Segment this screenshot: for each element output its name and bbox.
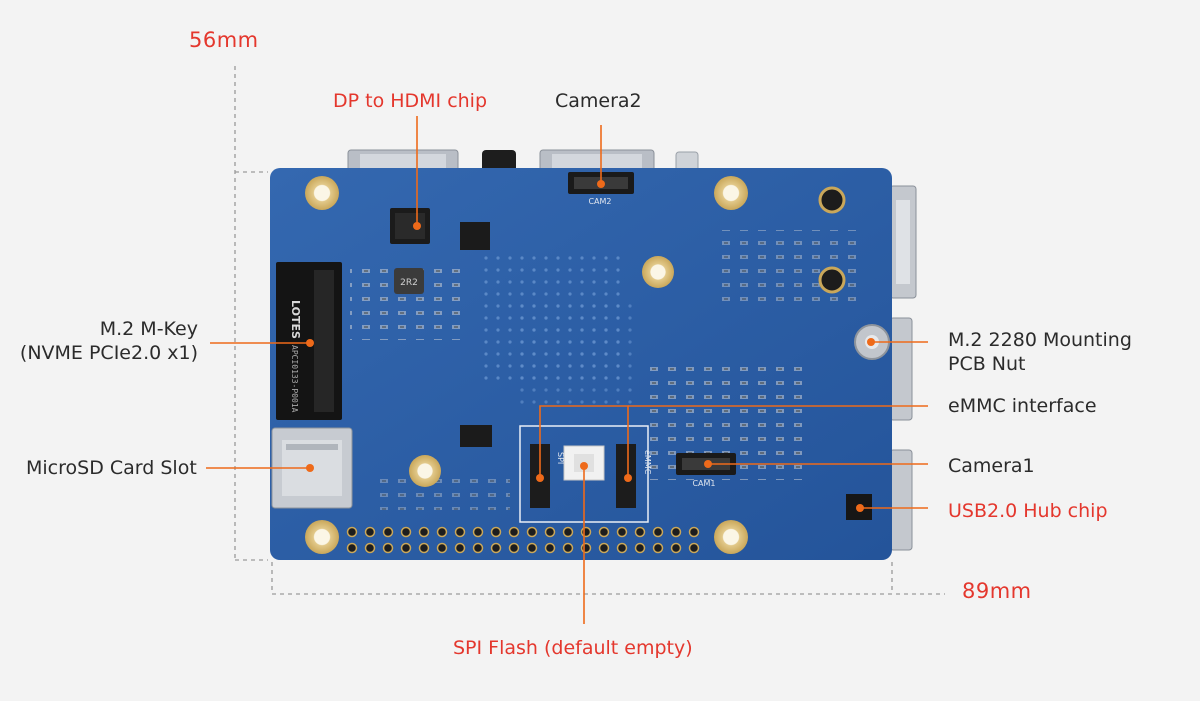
gpio-pin xyxy=(418,526,430,538)
gpio-pin xyxy=(598,542,610,554)
gpio-pin xyxy=(364,542,376,554)
m2-nut-label-line2: PCB Nut xyxy=(948,353,1026,375)
gpio-pin xyxy=(508,526,520,538)
m2-mkey-label-line2: (NVME PCIe2.0 x1) xyxy=(19,342,198,364)
gpio-pin xyxy=(436,542,448,554)
gpio-pin xyxy=(616,526,628,538)
cam1-silk: CAM1 xyxy=(692,479,715,488)
gpio-pin xyxy=(490,526,502,538)
camera2-label: Camera2 xyxy=(555,90,642,112)
gpio-pin xyxy=(526,542,538,554)
gpio-pin xyxy=(346,526,358,538)
m2-nut-label-line1: M.2 2280 Mounting xyxy=(948,329,1132,351)
m2-part-silk: APCI0133-P001A xyxy=(290,345,299,413)
side-connectors xyxy=(889,185,917,551)
gpio-pin xyxy=(544,542,556,554)
leader-dots xyxy=(306,180,875,512)
gpio-pin xyxy=(364,526,376,538)
gpio-pin xyxy=(472,526,484,538)
gpio-pin xyxy=(454,542,466,554)
gpio-pin xyxy=(562,542,574,554)
gpio-pin xyxy=(652,526,664,538)
spi-flash-label: SPI Flash (default empty) xyxy=(453,637,693,659)
dp-hdmi-chip-label: DP to HDMI chip xyxy=(333,90,488,112)
gpio-pin xyxy=(670,542,682,554)
gpio-pin xyxy=(508,542,520,554)
gpio-pin xyxy=(526,526,538,538)
gpio-pin xyxy=(580,542,592,554)
mounting-holes xyxy=(305,176,846,554)
dp-hdmi-chip xyxy=(390,208,430,244)
camera1-label: Camera1 xyxy=(948,455,1035,477)
gpio-pin xyxy=(382,542,394,554)
gpio-pin xyxy=(544,526,556,538)
gpio-pin xyxy=(688,542,700,554)
spi-silk: SPI xyxy=(556,452,565,464)
gpio-pin xyxy=(454,526,466,538)
gpio-pin xyxy=(418,542,430,554)
inductor-silk: 2R2 xyxy=(400,278,418,288)
height-dimension-label: 56mm xyxy=(189,28,259,52)
usb-hub-label: USB2.0 Hub chip xyxy=(948,500,1108,522)
gpio-pin xyxy=(598,526,610,538)
cam2-silk: CAM2 xyxy=(588,197,611,206)
m2-mkey-label: M.2 M-Key (NVME PCIe2.0 x1) xyxy=(12,317,198,365)
gpio-pin xyxy=(634,526,646,538)
gpio-pin xyxy=(400,542,412,554)
gpio-pin xyxy=(634,542,646,554)
microsd-label: MicroSD Card Slot xyxy=(26,457,197,479)
dimension-guides xyxy=(234,66,945,595)
gpio-pin xyxy=(490,542,502,554)
gpio-pin xyxy=(472,542,484,554)
m2-mkey-label-line1: M.2 M-Key xyxy=(99,318,198,340)
inductor-2r2: 2R2 xyxy=(394,268,424,294)
leader-lines xyxy=(206,116,928,624)
gpio-pin xyxy=(688,526,700,538)
gpio-header xyxy=(346,526,700,554)
width-dimension-label: 89mm xyxy=(962,579,1032,603)
emmc-label: eMMC interface xyxy=(948,395,1097,417)
gpio-pin xyxy=(382,526,394,538)
emmc-silk: eMMC xyxy=(643,450,652,475)
gpio-pin xyxy=(580,526,592,538)
gpio-pin xyxy=(670,526,682,538)
gpio-pin xyxy=(346,542,358,554)
gpio-pin xyxy=(562,526,574,538)
m2-nut-label: M.2 2280 Mounting PCB Nut xyxy=(948,328,1132,376)
gpio-pin xyxy=(652,542,664,554)
m2-brand-silk: LOTES xyxy=(289,300,302,339)
gpio-pin xyxy=(616,542,628,554)
gpio-pin xyxy=(436,526,448,538)
gpio-pin xyxy=(400,526,412,538)
